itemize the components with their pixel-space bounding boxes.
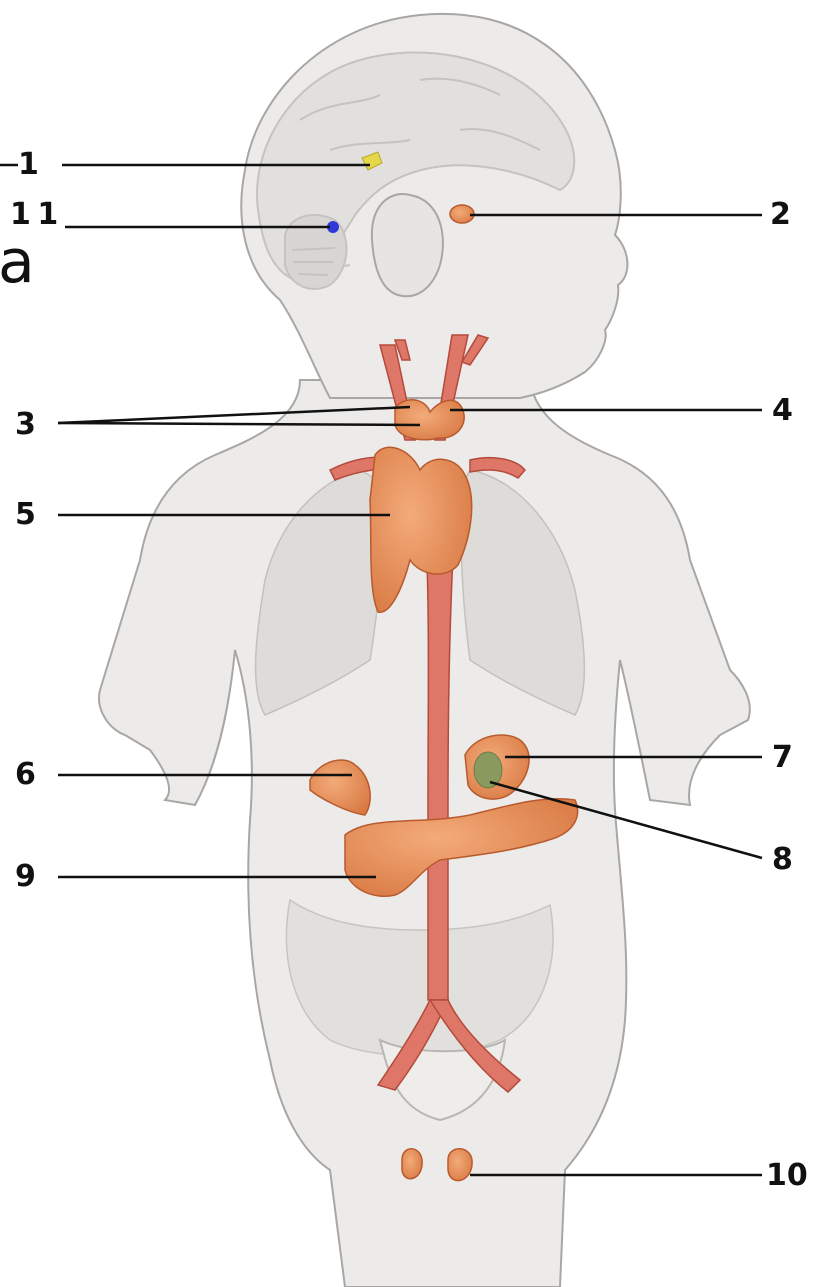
label-3: 3 <box>15 410 36 440</box>
label-8: 8 <box>772 845 793 875</box>
label-6: 6 <box>15 760 36 790</box>
gonads-l <box>402 1149 422 1179</box>
label-9: 9 <box>15 862 36 892</box>
stray-letter: a <box>0 232 35 292</box>
label-7: 7 <box>772 743 793 773</box>
label-10: 10 <box>766 1161 808 1191</box>
label-5: 5 <box>15 500 36 530</box>
label-4: 4 <box>772 396 793 426</box>
gonads-r <box>448 1149 472 1181</box>
label-1: 1 <box>18 150 39 180</box>
label-2: 2 <box>770 200 791 230</box>
label-11: 1 1 <box>10 200 56 230</box>
adrenal-left-core <box>474 752 502 788</box>
ear <box>372 194 443 296</box>
